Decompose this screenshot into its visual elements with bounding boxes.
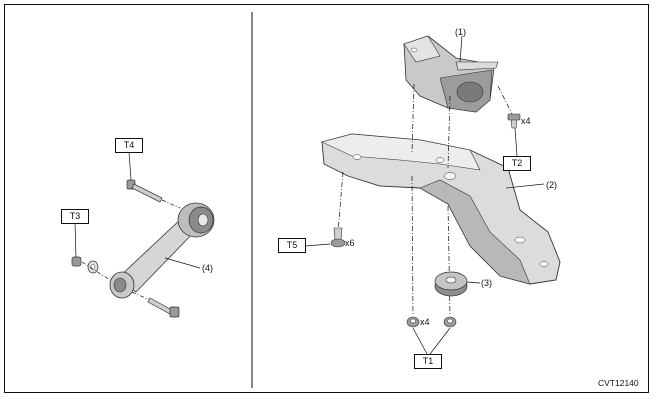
torque-box-t2: T2 (503, 156, 531, 171)
torque-box-t4: T4 (115, 138, 143, 153)
callout-mount: (1) (455, 27, 466, 37)
torque-rod-nut (71, 256, 82, 267)
quantity-bracket-bolts: x4 (521, 116, 531, 126)
crossmember-bolt (304, 227, 346, 248)
torque-rod-illustration (71, 151, 215, 318)
quantity-crossmember-nuts: x4 (420, 317, 430, 327)
torque-rod-lower-bolt (147, 297, 180, 318)
figure-code: CVT12140 (598, 378, 639, 388)
torque-box-t3: T3 (61, 209, 89, 224)
torque-box-t1: T1 (414, 354, 442, 369)
quantity-crossmember-bolts: x6 (345, 238, 355, 248)
torque-rod-upper-bolt (126, 179, 163, 203)
callout-crossmember: (2) (546, 180, 557, 190)
torque-box-t5: T5 (278, 238, 306, 253)
assembly-lines (337, 83, 515, 317)
crossmember-nut (406, 316, 457, 355)
outer-border (4, 4, 649, 393)
bracket-bolt (507, 113, 521, 157)
callout-damper: (3) (481, 278, 492, 288)
callout-torque-rod: (4) (202, 263, 213, 273)
mount-bracket-illustration (403, 35, 499, 113)
dynamic-damper (434, 271, 481, 297)
crossmember-illustration (321, 133, 561, 285)
